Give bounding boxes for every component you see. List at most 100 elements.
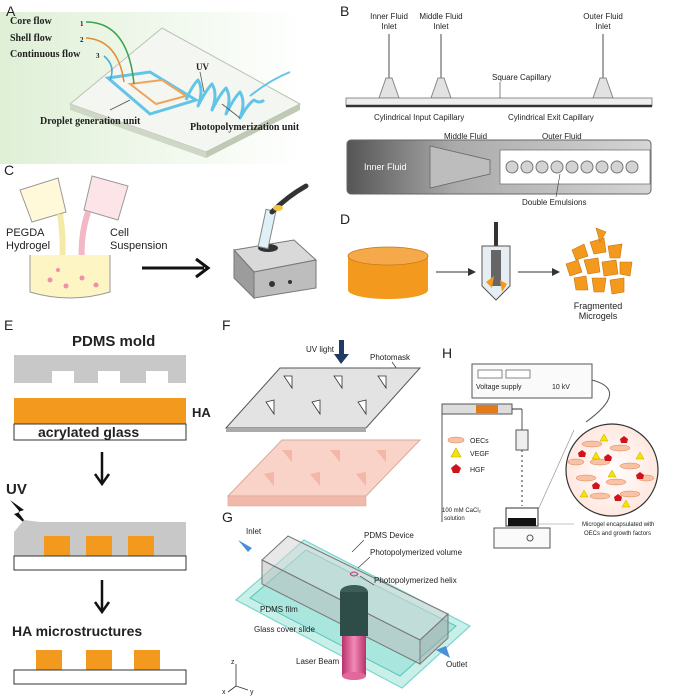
cacl2-label-2: solution (444, 516, 465, 522)
panel-f-letter: F (222, 317, 231, 333)
hgf-label: HGF (470, 467, 485, 474)
zoom-line-top (537, 429, 575, 511)
process-arrow-head (195, 257, 211, 279)
panel-h: H Voltage supply 10 kV OECs VEGF HGF 100… (441, 345, 659, 549)
oecs-icon (447, 436, 465, 444)
ha-label: HA (192, 405, 211, 420)
photo-helix-pointer (359, 575, 375, 586)
photo-pointer (221, 103, 241, 119)
middle-fluid-label: Middle Fluid (444, 132, 487, 141)
uv-pointer (199, 71, 205, 93)
photomask-plate (224, 367, 422, 429)
voltage-supply-label: Voltage supply (476, 384, 522, 391)
middle-inlet-label-2: Inlet (433, 22, 449, 31)
laser-label: Laser Beam (296, 657, 339, 666)
fragmented-label-2: Microgels (579, 311, 618, 321)
voltage-supply (471, 363, 593, 399)
polymerized-features (264, 450, 386, 486)
pegda-label-1: PEGDA (6, 227, 45, 239)
droplet-unit-label: Droplet generation unit (40, 116, 141, 127)
cell-label-1: Cell (110, 227, 129, 239)
panel-b: B Inner Fluid Inlet Middle Fluid Inlet O… (340, 3, 653, 207)
uv-light-label: UV light (306, 345, 335, 354)
cacl2-label-1: 100 mM CaCl₂ (442, 508, 482, 514)
fragmented-microgels (565, 227, 633, 295)
axis-y (235, 685, 249, 691)
vegf-icon (450, 447, 462, 458)
hv-cable (585, 379, 611, 423)
glass-slide-label: Glass cover slide (254, 625, 315, 634)
outer-inlet-label-1: Outer Fluid (583, 12, 623, 21)
vortex-knob (269, 281, 275, 287)
uv-e-label: UV (6, 481, 27, 498)
droplet-generation-channel (104, 70, 200, 116)
hydrogel-slab (226, 439, 422, 497)
panel-b-letter: B (340, 3, 349, 19)
double-emulsion-droplets (505, 160, 639, 174)
inner-fluid-label: Inner Fluid (364, 162, 407, 172)
arrow-1-head (468, 268, 476, 276)
axis-x (227, 685, 237, 693)
panel-g-letter: G (222, 509, 233, 525)
laser-beam-bottom (342, 672, 366, 680)
outlet-tube (249, 71, 291, 97)
photomask-windows (265, 375, 387, 416)
outlet-arrow (436, 646, 450, 658)
droplet-pointer (109, 99, 131, 111)
pegda-label-2: Hydrogel (6, 240, 50, 252)
glass-e-2 (13, 555, 187, 571)
axis-z-label: z (231, 659, 235, 666)
fragmented-label-1: Fragmented (574, 301, 623, 311)
input-capillary-taper (429, 145, 491, 189)
axis-x-label: x (222, 689, 226, 696)
photopolymerized-helix (349, 571, 359, 577)
homogenizer-rotor (491, 250, 501, 286)
shell-flow-label: Shell flow (10, 33, 53, 44)
panel-c-letter: C (4, 162, 14, 178)
inner-inlet-label-1: Inner Fluid (370, 12, 408, 21)
continuous-flow-line (103, 55, 113, 81)
panel-h-letter: H (442, 345, 452, 361)
vortex-switch (288, 280, 292, 284)
middle-inlet-needle (430, 34, 452, 99)
outlet-label: Outlet (446, 660, 468, 669)
cell-label-2: Suspension (110, 240, 168, 252)
ha-block-3 (128, 536, 154, 556)
stirrer-knob (526, 534, 534, 542)
core-flow-line (85, 21, 135, 85)
homogenizer-shaft (494, 222, 498, 252)
fragment-in-tube-2 (500, 280, 507, 292)
inner-inlet-needle (378, 34, 400, 99)
panel-g: G Inlet PDMS Device Photopolymerized vol… (222, 509, 472, 696)
ha-micro-2 (86, 650, 112, 670)
hgf-icon (451, 464, 461, 473)
arrow-e-1-head (93, 473, 111, 487)
emulsion-pointer (555, 173, 561, 198)
chip-edge (70, 104, 206, 158)
double-emulsions-label: Double Emulsions (522, 198, 586, 207)
oecs-label: OECs (470, 438, 489, 445)
vortex-light (273, 205, 283, 211)
square-capillary-label: Square Capillary (492, 73, 551, 82)
core-flow-number: 1 (80, 20, 84, 28)
cyl-exit-label: Cylindrical Exit Capillary (508, 113, 594, 122)
hydrogel-slab-edge (227, 495, 367, 507)
uv-label: UV (196, 62, 209, 72)
pegda-stream (57, 213, 66, 263)
outer-inlet-needle (592, 34, 614, 99)
photomask-edge (226, 428, 366, 432)
kv-label: 10 kV (552, 384, 570, 391)
ha-micro-3 (134, 650, 160, 670)
shell-channel (127, 78, 189, 106)
inlet-arrow (238, 540, 252, 552)
stirrer-plate (493, 527, 551, 549)
acrylated-glass-label: acrylated glass (38, 424, 139, 440)
glass-e-3 (13, 669, 187, 685)
cyl-input-label: Cylindrical Input Capillary (374, 113, 464, 122)
outer-inlet-label-2: Inlet (595, 22, 611, 31)
panel-d: D Fragmented Microgels (340, 211, 633, 321)
serpentine-channel (184, 78, 266, 120)
uv-arrow-shaft (339, 340, 344, 356)
panel-c: C PEGDA Hydrogel Cell Suspension (4, 162, 318, 300)
cells-in-beaker (47, 268, 99, 289)
